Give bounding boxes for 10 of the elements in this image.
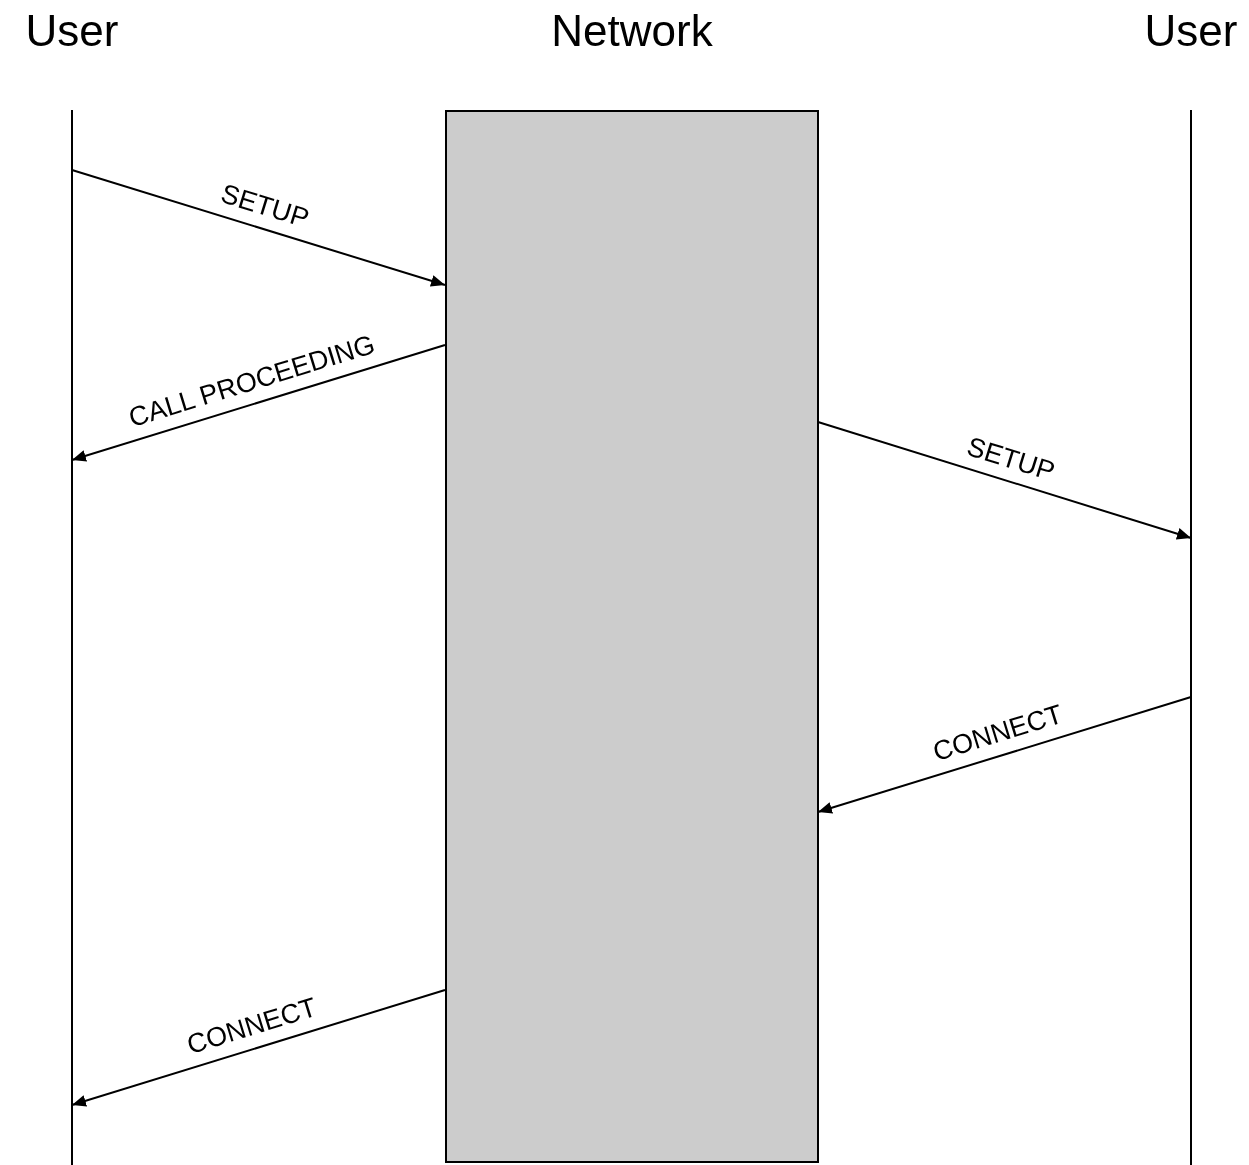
participant-label: Network xyxy=(550,6,714,56)
message-arrow xyxy=(817,696,1192,815)
participant-label: User xyxy=(24,6,120,56)
message-arrow xyxy=(71,989,446,1108)
message-arrow xyxy=(71,169,446,288)
participant-label: User xyxy=(1143,6,1239,56)
edge-label: SETUP xyxy=(217,178,313,235)
message-arrow xyxy=(71,344,446,463)
message-arrow xyxy=(817,421,1192,541)
edge-label: SETUP xyxy=(963,431,1059,487)
